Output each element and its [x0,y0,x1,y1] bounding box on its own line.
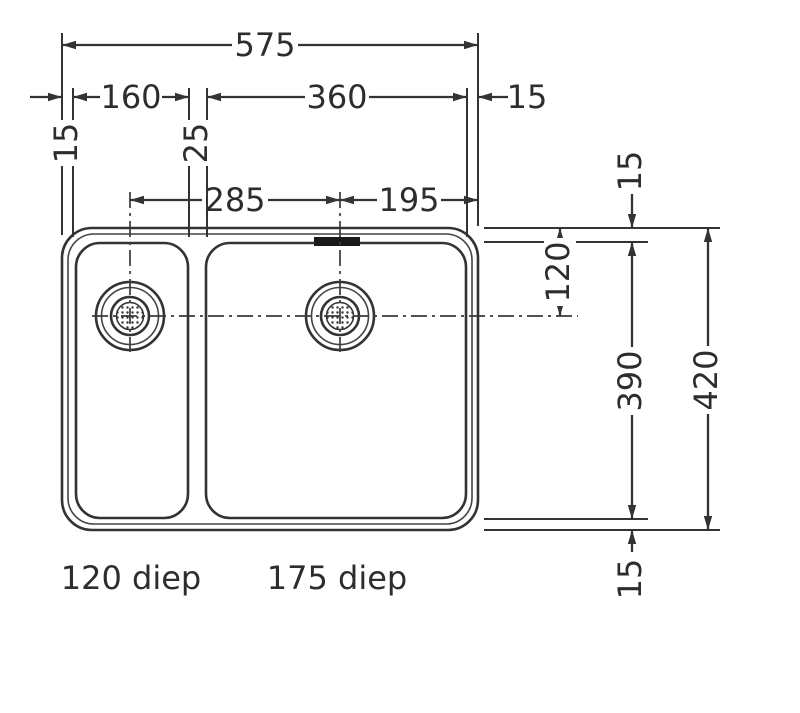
dim-drain-to-edge: 195 [378,181,439,219]
dim-drain-spacing: 285 [204,181,265,219]
overflow-mark [314,237,360,246]
dim-left-bowl-width: 160 [100,78,161,116]
dim-total-height: 420 [687,349,725,410]
dim-total-width: 575 [234,26,295,64]
dim-top-to-drain-center: 120 [539,241,577,302]
dim-rim-right: 15 [507,78,548,116]
sink-rim-inner-edge [67,233,473,525]
dim-rim-top: 15 [611,151,649,192]
label-left-bowl-depth: 120 diep [61,559,201,597]
label-backgrounds [51,120,724,602]
left-bowl-outline [74,241,190,520]
dim-rim-bottom: 15 [611,559,649,600]
dim-rim-left: 15 [47,123,85,164]
dim-divider-width: 25 [177,123,215,164]
dim-bowl-height: 390 [611,350,649,411]
right-bowl-outline [204,241,468,520]
label-right-bowl-depth: 175 diep [267,559,407,597]
dim-right-bowl-width: 360 [306,78,367,116]
dimension-lines [30,40,713,552]
sink-outer-outline [60,226,480,532]
